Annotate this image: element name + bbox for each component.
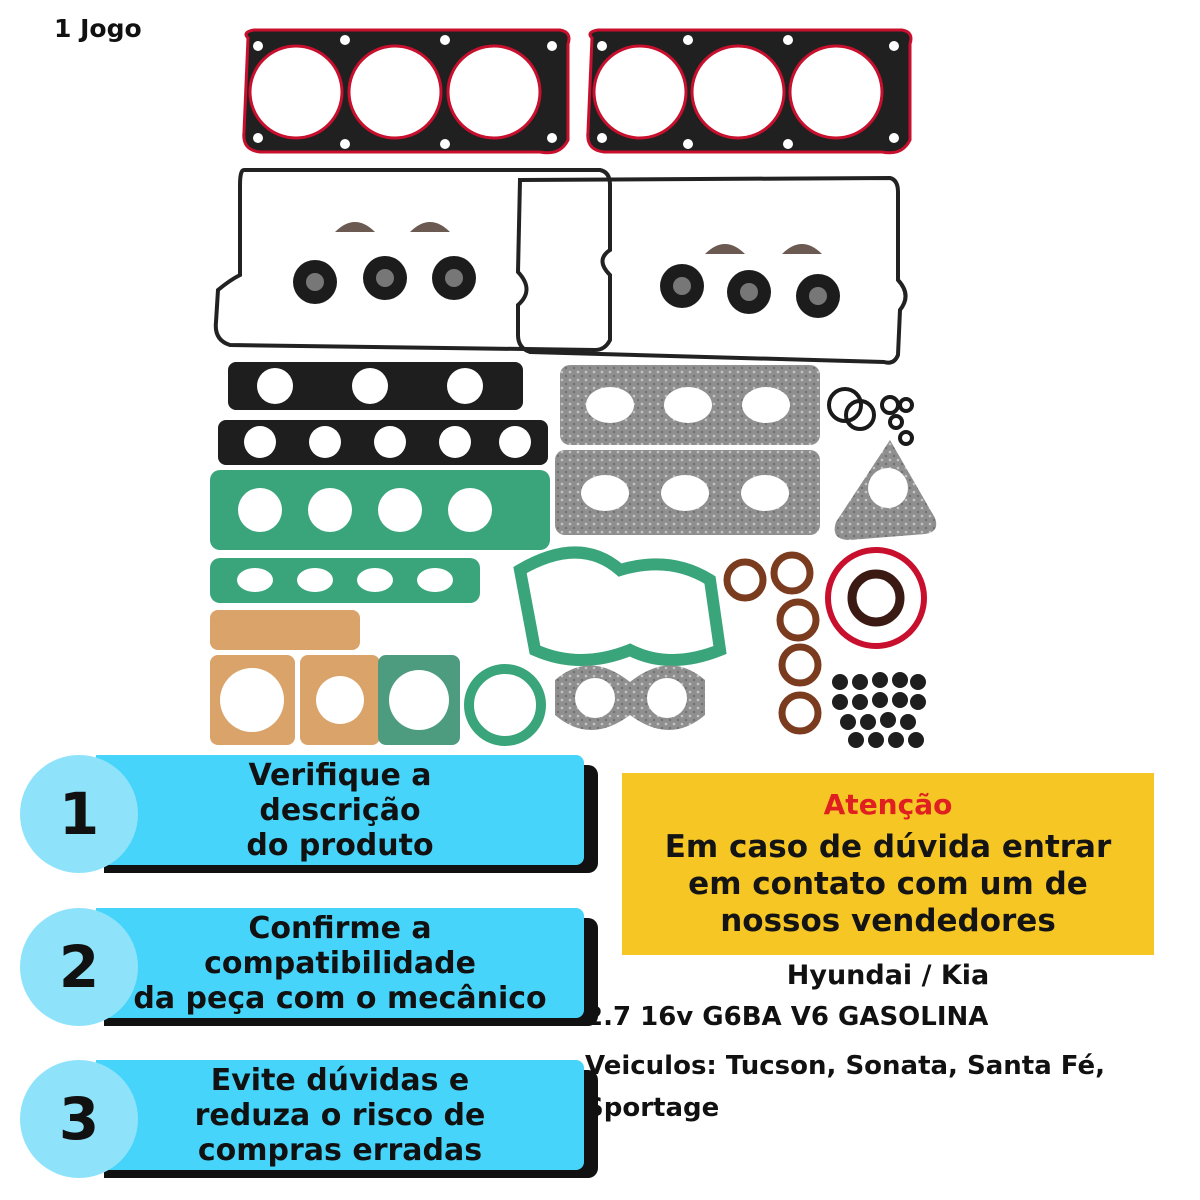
attention-title: Atenção: [823, 788, 953, 821]
exhaust-manifold-gaskets: [555, 365, 820, 535]
step-1-number: 1: [20, 755, 138, 873]
throttle-body-gasket-green: [378, 655, 546, 746]
quantity-label: 1 Jogo: [54, 14, 142, 43]
valve-seals: [293, 256, 840, 318]
gasket-kit-image: [210, 28, 937, 748]
step-2-text: Confirme a compatibilidade da peça com o…: [96, 908, 584, 1018]
crankshaft-seals: [723, 547, 927, 735]
throttle-body-gaskets-tan: [210, 610, 380, 745]
valve-cover-gasket-left: [213, 168, 612, 353]
valve-cover-gasket-right: [515, 175, 908, 365]
water-pump-gasket: [513, 546, 727, 666]
intake-gasket-black: [218, 362, 548, 465]
step-3-number: 3: [20, 1060, 138, 1178]
step-1-text: Verifique a descrição do produto: [96, 755, 584, 865]
intake-gasket-green: [210, 470, 550, 603]
step-2: Confirme a compatibilidade da peça com o…: [20, 908, 598, 1033]
engine-spec: 2.7 16v G6BA V6 GASOLINA: [585, 1002, 989, 1032]
woodruff-keys: [335, 222, 822, 254]
o-rings: [827, 387, 914, 446]
brand-label: Hyundai / Kia: [786, 960, 990, 991]
compatible-vehicles: Veiculos: Tucson, Sonata, Santa Fé, Spor…: [585, 1051, 1106, 1123]
exhaust-flange-gaskets: [555, 665, 705, 730]
attention-message: Em caso de dúvida entrar em contato com …: [664, 829, 1112, 939]
step-3-text: Evite dúvidas e reduza o risco de compra…: [96, 1060, 584, 1170]
step-1: Verifique a descrição do produto 1: [20, 755, 598, 880]
step-3: Evite dúvidas e reduza o risco de compra…: [20, 1060, 598, 1185]
triangle-gasket: [834, 440, 937, 540]
valve-stem-seals: [832, 672, 926, 748]
head-gasket-right: [586, 28, 913, 155]
attention-box: Atenção Em caso de dúvida entrar em cont…: [622, 773, 1154, 955]
head-gasket-left: [242, 28, 571, 155]
step-2-number: 2: [20, 908, 138, 1026]
